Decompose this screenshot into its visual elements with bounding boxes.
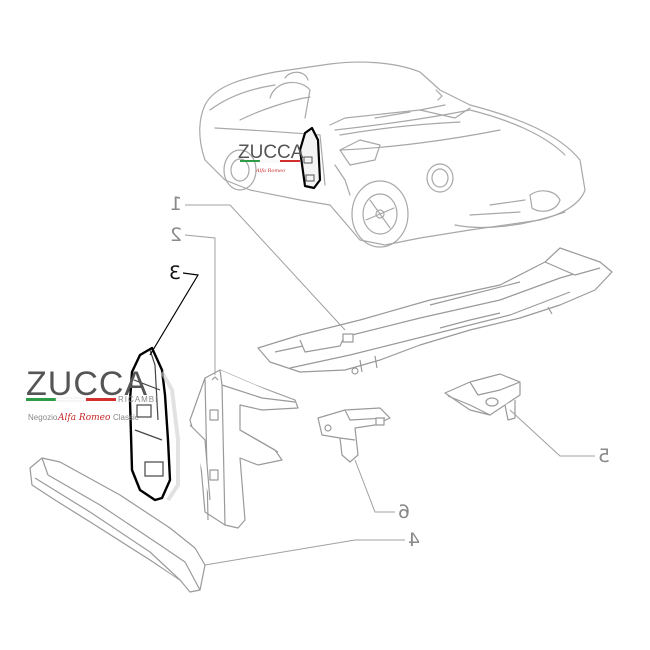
part-5-bracket [444, 373, 521, 421]
watermark-tagline-script: Alfa Romeo [57, 413, 111, 423]
flag-white [55, 397, 87, 402]
zucca-watermark-large: ZUCCA RICAMBI Negozio Alfa Romeo Classic [26, 365, 158, 423]
car-a-pillar-detail [303, 156, 315, 182]
car-illustration [199, 61, 586, 248]
watermark-brand-small: ZUCCA [238, 142, 304, 163]
leader-lines [184, 204, 595, 566]
flag-green [26, 398, 56, 401]
callout-numbers: 1 2 3 4 5 6 [169, 193, 610, 551]
car-a-pillar-highlight [298, 126, 322, 190]
watermark-sub: RICAMBI [118, 395, 158, 404]
callout-1: 1 [170, 193, 182, 215]
part-4-sill-panel [29, 457, 206, 593]
flag-red [86, 398, 116, 401]
part-2-inner-pillar [189, 369, 299, 529]
watermark-tagline-suffix: Classic [113, 413, 139, 422]
callout-2: 2 [170, 224, 182, 246]
watermark-tagline-prefix: Negozio [28, 413, 58, 422]
leader-line-3 [149, 272, 199, 356]
part-3-a-pillar-detail [133, 349, 164, 477]
callout-3: 3 [169, 262, 181, 284]
part-3-shadow [160, 371, 180, 502]
watermark-brand: ZUCCA [26, 365, 148, 403]
part-1-cowl-panel [257, 247, 613, 375]
callout-6: 6 [398, 501, 410, 523]
callout-5: 5 [598, 445, 610, 467]
watermark-script-small: Alfa Romeo [255, 168, 285, 174]
part-6-bracket [317, 407, 391, 463]
callout-4: 4 [408, 529, 420, 551]
zucca-watermark-small: ZUCCA Alfa Romeo [238, 142, 304, 174]
